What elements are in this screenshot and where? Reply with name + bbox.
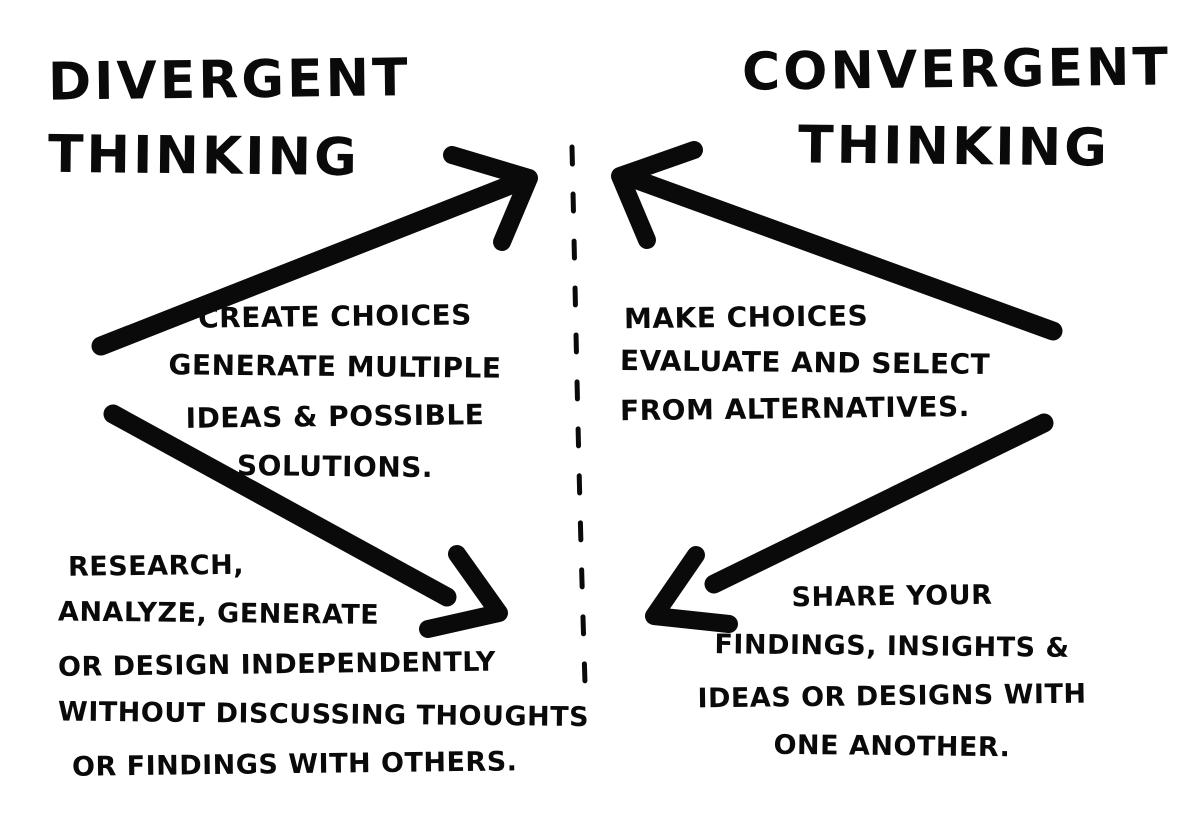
note-line: EVALUATE AND SELECT	[619, 344, 991, 381]
convergent-lower-arrow-head	[645, 546, 738, 633]
note-line: SOLUTIONS.	[236, 448, 434, 485]
center-dashed-divider-line	[569, 144, 588, 686]
divergent-thinking-title: DIVERGENT THINKING	[48, 42, 468, 196]
note-line: FINDINGS, INSIGHTS &	[714, 629, 1070, 664]
title-line: THINKING	[47, 124, 361, 189]
note-line: WITHOUT DISCUSSING THOUGHTS	[57, 696, 590, 734]
convergent-thinking-title: CONVERGENT THINKING	[741, 32, 1172, 186]
title-line: DIVERGENT	[47, 48, 411, 113]
note-line: IDEAS OR DESIGNS WITH	[697, 678, 1087, 715]
title-line: CONVERGENT	[741, 37, 1172, 103]
note-line: OR DESIGN INDEPENDENTLY	[57, 646, 497, 683]
divergent-lower-note: RESEARCH, ANALYZE, GENERATE OR DESIGN IN…	[57, 540, 590, 790]
note-line: SHARE YOUR	[791, 579, 993, 614]
divergent-lower-arrow-head	[419, 545, 508, 638]
note-line: ANALYZE, GENERATE	[57, 596, 380, 631]
divergent-upper-arrow-head	[443, 146, 538, 251]
ink-strokes	[91, 141, 1063, 686]
convergent-lower-note: SHARE YOUR FINDINGS, INSIGHTS & IDEAS OR…	[692, 572, 1092, 772]
note-line: MAKE CHOICES	[623, 299, 869, 336]
divergent-upper-note: CREATE CHOICES GENERATE MULTIPLE IDEAS &…	[165, 292, 505, 492]
note-line: RESEARCH,	[67, 549, 245, 583]
convergent-upper-note: MAKE CHOICES EVALUATE AND SELECT FROM AL…	[619, 294, 991, 432]
note-line: FROM ALTERNATIVES.	[619, 389, 970, 428]
convergent-upper-arrow-shaft	[630, 171, 1063, 341]
note-line: ONE ANOTHER.	[773, 729, 1011, 764]
divergent-upper-arrow-shaft	[91, 176, 518, 356]
convergent-upper-arrow-head	[611, 141, 703, 249]
title-line: THINKING	[797, 115, 1111, 179]
divergent-lower-arrow-shaft	[103, 404, 457, 607]
note-line: GENERATE MULTIPLE	[168, 348, 502, 385]
note-line: OR FINDINGS WITH OTHERS.	[71, 746, 518, 783]
convergent-lower-arrow-shaft	[704, 413, 1054, 594]
note-line: IDEAS & POSSIBLE	[185, 398, 485, 435]
note-line: CREATE CHOICES	[197, 298, 473, 335]
